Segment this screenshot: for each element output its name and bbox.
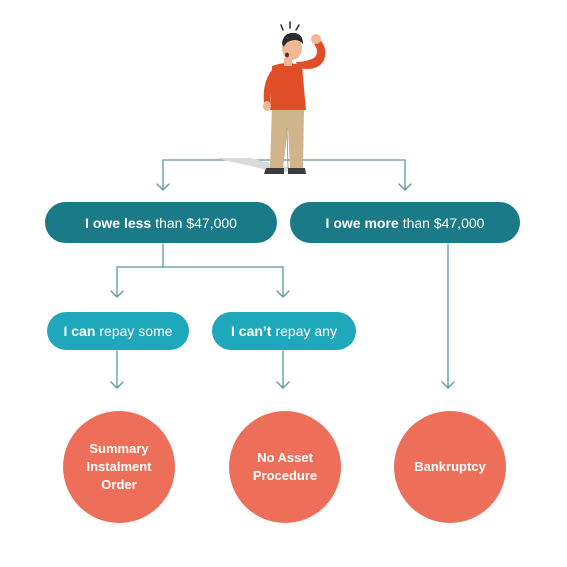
outcome-no-asset-line-2: Procedure [252,468,318,483]
node-owe-less-bold: I owe less [85,214,152,231]
node-can-repay-bold: I can [63,323,96,339]
node-owe-less-rest: than $47,000 [155,214,237,231]
outcome-summary-line-2: Instalment [86,459,152,474]
person-left-arm [263,70,278,104]
person-shoe-right [288,168,306,174]
person-torso [270,63,306,110]
person-right-arm [296,40,326,69]
node-can-repay-rest: repay some [99,323,173,339]
person-legs [270,108,304,168]
outcome-no-asset-line-1: No Asset [257,450,313,465]
person-hair [282,32,303,47]
node-cant-repay-bold: I can’t [231,323,272,339]
surprise-marks [280,21,300,31]
outcome-summary-line-1: Summary [89,441,149,456]
outcome-bankruptcy: Bankruptcy [394,411,506,523]
node-cant-repay-rest: repay any [275,323,337,339]
person-shoe-left [264,168,284,174]
node-owe-more-rest: than $47,000 [402,214,485,231]
outcome-no-asset-procedure: No Asset Procedure [229,411,341,523]
node-owe-more-bold: I owe more [325,214,399,231]
outcome-summary-instalment-order: Summary Instalment Order [63,411,175,523]
outcome-bankruptcy-label: Bankruptcy [414,459,486,474]
outcome-summary-line-3: Order [101,477,137,492]
